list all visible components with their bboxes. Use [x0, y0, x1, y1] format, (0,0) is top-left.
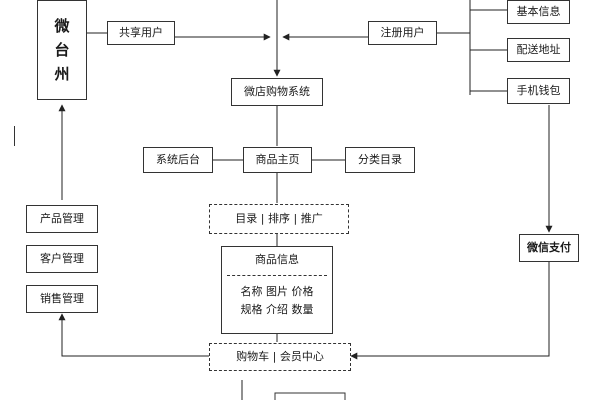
node-weidian-system: 微店购物系统 [231, 78, 323, 106]
node-customer-mgmt: 客户管理 [26, 245, 98, 273]
product-info-title: 商品信息 [255, 253, 299, 266]
node-catalog-sort-promo: 目录 | 排序 | 推广 [209, 204, 349, 234]
node-basic-info: 基本信息 [507, 0, 570, 24]
node-mobile-wallet: 手机钱包 [507, 78, 570, 104]
node-product-mgmt: 产品管理 [26, 205, 98, 233]
node-wechat-pay: 微信支付 [519, 234, 579, 262]
text-cursor-mark [14, 126, 15, 146]
weitaizhou-char-3: 州 [54, 65, 70, 83]
product-info-line-1: 名称 图片 价格 [240, 285, 314, 299]
node-product-home: 商品主页 [243, 147, 312, 173]
node-system-backend: 系统后台 [143, 147, 213, 173]
node-share-user: 共享用户 [107, 21, 175, 45]
link-pay-cart [350, 262, 550, 360]
node-sales-mgmt: 销售管理 [26, 285, 98, 313]
node-product-info: 商品信息 名称 图片 价格 规格 介绍 数量 [221, 246, 333, 334]
node-delivery-address: 配送地址 [507, 38, 570, 62]
node-category-menu: 分类目录 [345, 147, 415, 173]
node-weitaizhou: 微 台 州 [37, 0, 87, 100]
weitaizhou-char-2: 台 [54, 41, 70, 59]
node-cart-member: 购物车 | 会员中心 [209, 343, 351, 371]
node-register-user: 注册用户 [368, 21, 437, 45]
link-cart-sales [58, 313, 209, 357]
weitaizhou-char-1: 微 [54, 17, 70, 35]
partial-bottom-box [274, 392, 346, 400]
product-info-separator [227, 275, 327, 277]
product-info-line-2: 规格 介绍 数量 [240, 302, 314, 316]
